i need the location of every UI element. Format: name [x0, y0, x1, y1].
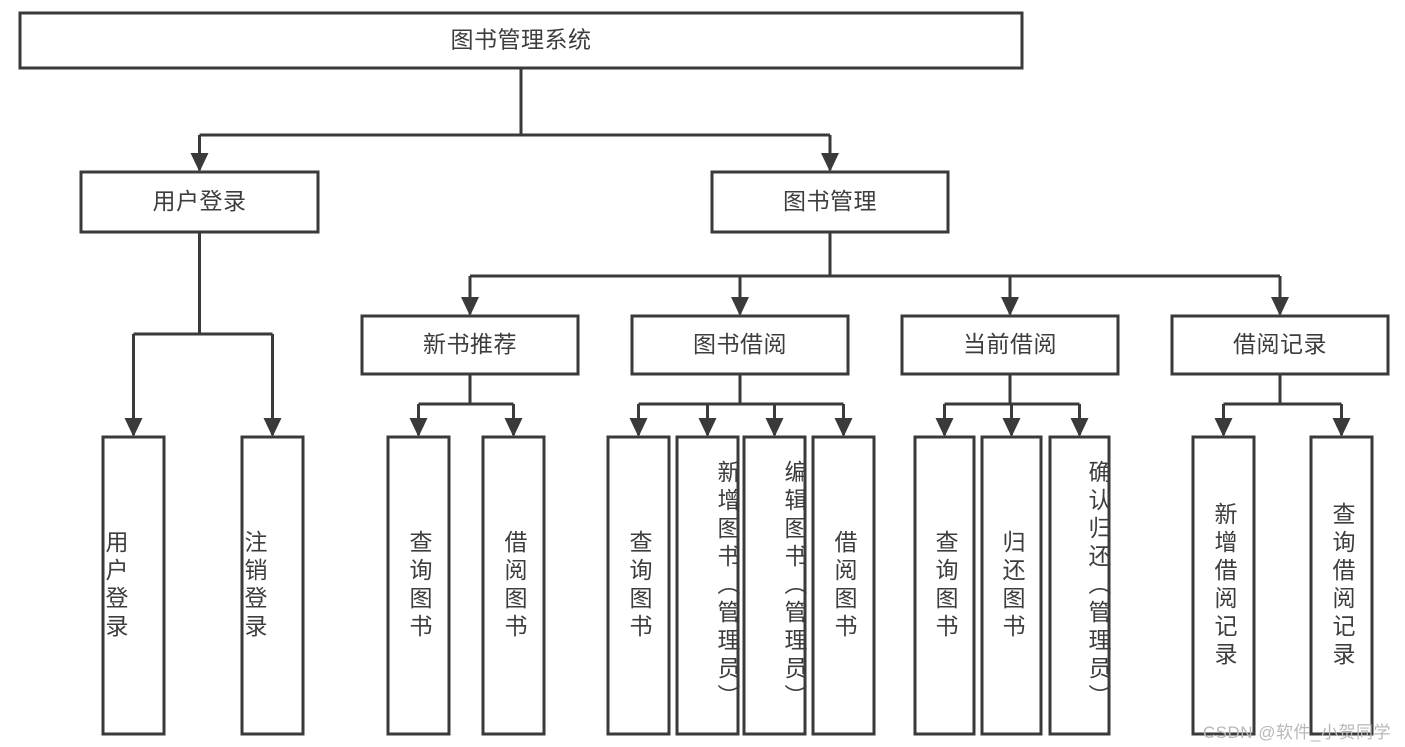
node-label-borrow-record: 借阅记录	[1233, 331, 1327, 357]
level2-node-borrow-record[interactable]	[1170, 314, 1390, 376]
box-outline	[240, 435, 305, 736]
arrow-head-icon-leaf-query-book-2	[629, 418, 648, 437]
node-label-root: 图书管理系统	[451, 27, 592, 53]
box-outline	[360, 314, 580, 376]
arrow-head-icon-leaf-borrow-book-2	[834, 418, 853, 437]
connector-lines	[124, 68, 1351, 437]
level2-node-current-borrow[interactable]	[900, 314, 1120, 376]
box-outline	[811, 435, 876, 736]
leaf-node-leaf-user-login[interactable]	[101, 435, 166, 736]
leaf-node-leaf-query-book-2[interactable]	[606, 435, 671, 736]
box-outline	[79, 170, 320, 234]
leaf-node-leaf-add-record[interactable]	[1191, 435, 1256, 736]
arrow-head-icon-book-borrow	[731, 297, 749, 316]
leaf-node-leaf-borrow-book-2[interactable]	[811, 435, 876, 736]
box-outline	[1170, 314, 1390, 376]
box-outline	[630, 314, 850, 376]
arrow-head-icon-book-manage	[821, 153, 839, 172]
box-outline	[710, 170, 950, 234]
leaf-node-leaf-borrow-book-1[interactable]	[481, 435, 546, 736]
box-outline	[18, 11, 1024, 70]
arrow-head-icon-leaf-confirm-return	[1070, 418, 1089, 437]
level2-node-new-book-rec[interactable]	[360, 314, 580, 376]
arrow-head-icon-leaf-add-record	[1214, 418, 1233, 437]
arrow-head-icon-leaf-add-book	[698, 418, 717, 437]
box-outline	[980, 435, 1043, 736]
leaf-node-leaf-query-book-1[interactable]	[386, 435, 451, 736]
leaf-node-leaf-return-book[interactable]	[980, 435, 1043, 736]
arrow-head-icon-leaf-query-record	[1332, 418, 1351, 437]
arrow-head-icon-leaf-return-book	[1002, 418, 1021, 437]
node-label-new-book-rec: 新书推荐	[423, 331, 517, 357]
root-node-root[interactable]	[18, 11, 1024, 70]
arrow-head-icon-leaf-user-login	[124, 418, 143, 437]
box-outline	[1309, 435, 1374, 736]
level1-node-book-manage[interactable]	[710, 170, 950, 234]
node-boxes	[18, 11, 1390, 736]
box-outline	[742, 435, 807, 736]
leaf-node-leaf-add-book[interactable]	[675, 435, 740, 736]
box-outline	[1048, 435, 1111, 736]
leaf-node-leaf-logout[interactable]	[240, 435, 305, 736]
leaf-node-leaf-query-book-3[interactable]	[913, 435, 976, 736]
level2-node-book-borrow[interactable]	[630, 314, 850, 376]
leaf-node-leaf-confirm-return[interactable]	[1048, 435, 1111, 736]
node-label-book-manage: 图书管理	[783, 188, 877, 214]
level1-node-user-login[interactable]	[79, 170, 320, 234]
arrow-head-icon-leaf-edit-book	[765, 418, 784, 437]
arrow-head-icon-leaf-query-book-3	[935, 418, 954, 437]
box-outline	[606, 435, 671, 736]
leaf-node-leaf-query-record[interactable]	[1309, 435, 1374, 736]
node-label-book-borrow: 图书借阅	[693, 331, 787, 357]
box-outline	[386, 435, 451, 736]
leaf-node-leaf-edit-book[interactable]	[742, 435, 807, 736]
node-label-current-borrow: 当前借阅	[963, 331, 1057, 357]
arrow-head-icon-leaf-query-book-1	[409, 418, 428, 437]
arrow-head-icon-new-book-rec	[461, 297, 479, 316]
box-outline	[481, 435, 546, 736]
box-outline	[675, 435, 740, 736]
arrow-head-icon-leaf-borrow-book-1	[504, 418, 523, 437]
box-outline	[900, 314, 1120, 376]
arrow-head-icon-current-borrow	[1001, 297, 1019, 316]
box-outline	[101, 435, 166, 736]
arrow-head-icon-borrow-record	[1271, 297, 1289, 316]
box-outline	[913, 435, 976, 736]
watermark-text: CSDN @软件_小贺同学	[1202, 723, 1391, 742]
box-outline	[1191, 435, 1256, 736]
arrow-head-icon-user-login	[190, 153, 209, 172]
arrow-head-icon-leaf-logout	[263, 418, 282, 437]
node-label-user-login: 用户登录	[153, 188, 247, 214]
